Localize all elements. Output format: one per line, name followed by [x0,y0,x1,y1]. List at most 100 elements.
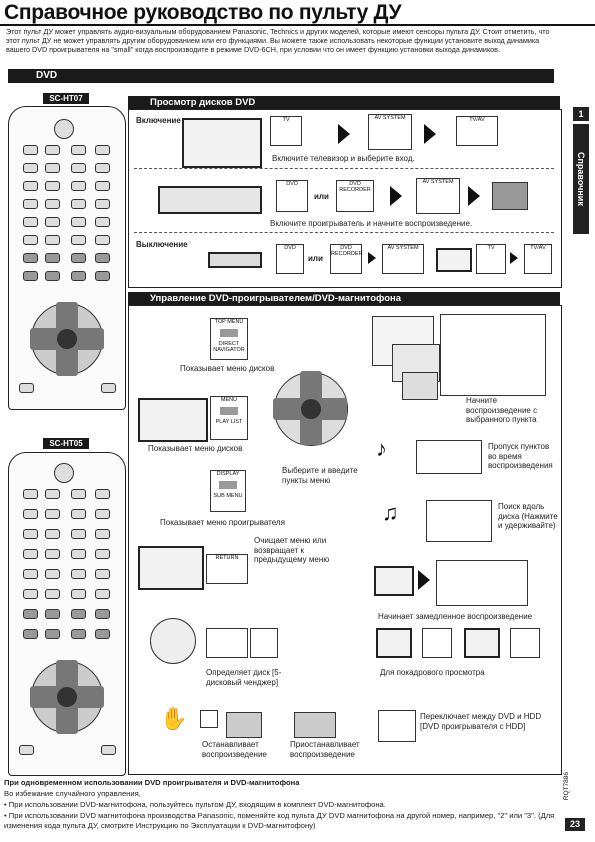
stops-label: Останавливает воспроизведение [202,740,267,759]
remote-ht07 [8,106,126,410]
dpad-icon [30,302,104,376]
disc-button [206,628,248,658]
tv-button-off: TV [476,244,506,274]
dvd-label: DVD [286,181,298,187]
pauses-label: Приостанавливает воспроизведение [290,740,360,759]
tv-icon [436,248,472,272]
footer-bullet2: • При использовании DVD магнитофона прои… [4,811,555,830]
tvav-button: TV/AV [456,116,498,146]
music-note-icon: ♪ [376,436,387,461]
dvd-off-label: DVD [284,245,296,251]
determines-disc: Определяет диск [5-дисковый ченджер] [206,668,282,687]
return-label: RETURN [215,555,239,561]
shows-disc-menu-2: Показывает меню дисков [148,444,243,453]
shows-disc-menu-1: Показывает меню дисков [180,364,275,373]
player-icon [208,252,262,268]
slow-screen-icon [374,566,414,596]
menu-label: MENU [220,397,238,403]
arrow-icon [424,124,436,144]
or-label-2: или [308,254,323,263]
remote-tag-ht07: SC-HT07 [43,93,89,104]
arrow-icon [338,124,350,144]
footer-heading: При одновременном использовании DVD прои… [4,778,300,787]
av-system-label-2: AV SYSTEM [422,179,454,185]
skip-label: Пропуск пунктов во время воспроизведения [488,442,553,470]
skip-buttons [416,440,482,474]
stop-sign-icon [200,710,218,728]
footer-bullet1: • При использовании DVD-магнитофона, пол… [4,800,386,809]
av-system-label: AV SYSTEM [374,115,406,121]
tv-off-label: TV [487,245,495,251]
dvd-recorder-label: DVD RECORDER [339,181,371,193]
power-on-caption: Включите телевизор и выберите вход. [272,154,415,163]
menu-screen-icon [402,372,438,400]
power-button-icon [54,463,74,483]
model-code: RQT7886 [563,772,570,801]
remote-tag-ht05: SC-HT05 [43,438,89,449]
frame-button [422,628,452,658]
number-keypad-icon [440,314,546,396]
dvd-recorder-button: DVD RECORDER [336,180,374,212]
shows-player-menu: Показывает меню проигрывателя [160,518,285,527]
disc-stack-icon [150,618,196,664]
dvd-section-bar: DVD [8,69,554,83]
frame-screen-icon [376,628,412,658]
return-button: RETURN [206,554,248,584]
frame-by-frame: Для покадрового просмотра [380,668,485,677]
page-title: Справочное руководство по пульту ДУ [4,1,402,24]
dpad-icon [273,371,348,446]
tvav-button-off: TV/AV [524,244,552,274]
title-underline [0,24,595,26]
play-list-label: PLAY LIST [215,419,243,425]
dvd-recorder-button-off: DVD RECORDER [330,244,362,274]
disc-number-buttons [250,628,278,658]
sub-menu-label: SUB MENU [213,493,243,499]
display-label: DISPLAY [216,471,240,477]
play-button [492,182,528,210]
arrow-icon [468,186,480,206]
power-off-label: Выключение [136,240,188,249]
direct-navigator-label: DIRECT NAVIGATOR [213,341,245,353]
running-figure-icon: ♫ [382,500,399,525]
slow-buttons [436,560,528,606]
footer-bullet2-text: При использовании DVD магнитофона произв… [4,811,555,830]
footer-line1: Во избежание случайного управления, [4,789,141,798]
tv-button: TV [270,116,302,146]
arrow-icon [510,252,518,264]
search-label: Поиск вдоль диска (Нажмите и удерживайте… [498,502,558,530]
pause-button [294,712,336,738]
start-caption: Включите проигрыватель и начните воспрои… [270,219,473,228]
menu-screen-icon [138,398,208,442]
display-button: DISPLAY SUB MENU [210,470,246,512]
viewing-header: Просмотр дисков DVD [128,96,560,109]
or-label-1: или [314,192,329,201]
side-tab: Справочник [573,124,589,234]
av-system-button-off: AV SYSTEM [382,244,424,274]
frame-screen-icon [464,628,500,658]
top-menu-button: TOP MENU DIRECT NAVIGATOR [210,318,248,360]
intro-text: Этот пульт ДУ может управлять аудио-визу… [6,27,550,55]
av-system-button: AV SYSTEM [368,114,412,150]
power-button-icon [54,119,74,139]
arrow-icon [390,186,402,206]
footer-bullet1-text: При использовании DVD-магнитофона, польз… [8,800,386,809]
start-from-item: Начните воспроизведение с выбранного пун… [466,396,538,424]
top-menu-label: TOP MENU [214,319,244,325]
dvd-button: DVD [276,180,308,212]
control-header: Управление DVD-проигрывателем/DVD-магнит… [128,292,560,305]
slow-play: Начинает замедленное воспроизведение [378,612,533,621]
page-number: 23 [565,818,585,831]
menu-button: MENU PLAY LIST [210,396,248,440]
av-system-off-label: AV SYSTEM [387,245,419,251]
av-system-button-2: AV SYSTEM [416,178,460,214]
player-icon [158,186,262,214]
divider [134,168,554,169]
side-tab-number: 1 [573,107,589,121]
tvav-label: TV/AV [469,117,485,123]
search-buttons [426,500,492,542]
switch-dvd-hdd: Переключает между DVD и HDD [DVD проигры… [420,712,542,731]
remote-ht05 [8,452,126,776]
power-on-label: Включение [136,116,181,125]
tv-icon [182,118,262,168]
dvd-button-off: DVD [276,244,304,274]
